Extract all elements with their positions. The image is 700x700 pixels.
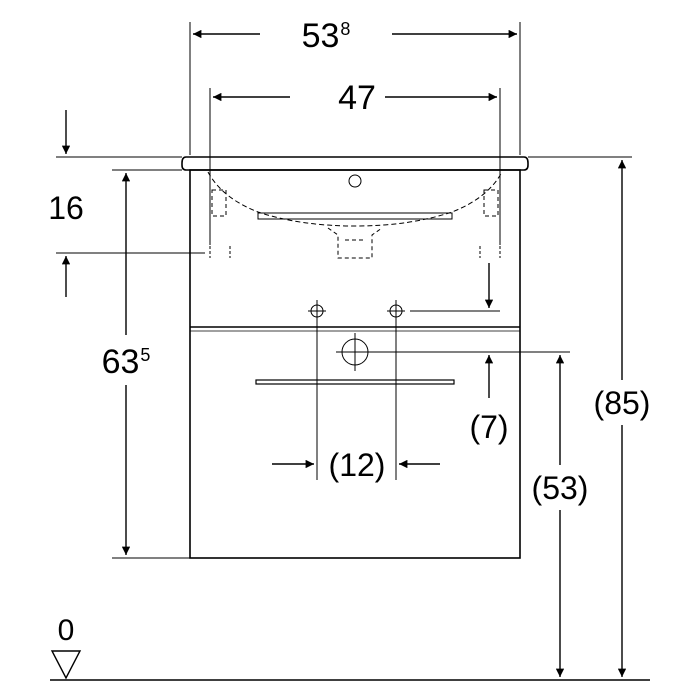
overflow-hole — [348, 174, 362, 188]
basin-drain — [327, 227, 383, 259]
tap-spacing-label: (12) — [329, 447, 386, 483]
dimension-labels: 538 47 16 635 (85) (53) (7) (12) 0 — [48, 17, 650, 647]
drain-offset-label: (7) — [469, 409, 508, 445]
connection-symbols — [308, 300, 405, 371]
tap-connection-right — [387, 300, 405, 322]
basin-shelf — [257, 212, 453, 220]
floor-level-label: 0 — [58, 614, 75, 647]
cabinet-height-label: 635 — [102, 343, 151, 381]
floor-reference — [50, 650, 650, 681]
total-height-label: (85) — [594, 385, 651, 421]
waste-outlet — [336, 333, 374, 371]
basin-rim — [181, 156, 529, 171]
drain-height-label: (53) — [532, 470, 589, 506]
drawer-handle — [255, 379, 455, 385]
overall-width-label: 538 — [302, 17, 351, 55]
floor-level-triangle — [50, 650, 82, 680]
dimension-lines — [61, 29, 627, 677]
extension-lines — [56, 22, 632, 559]
vanity-unit — [181, 156, 529, 559]
basin-bowl — [207, 171, 503, 227]
basin-depth-label: 16 — [48, 190, 84, 226]
basin-inner-width-label: 47 — [338, 79, 376, 117]
tap-connection-left — [308, 300, 326, 322]
